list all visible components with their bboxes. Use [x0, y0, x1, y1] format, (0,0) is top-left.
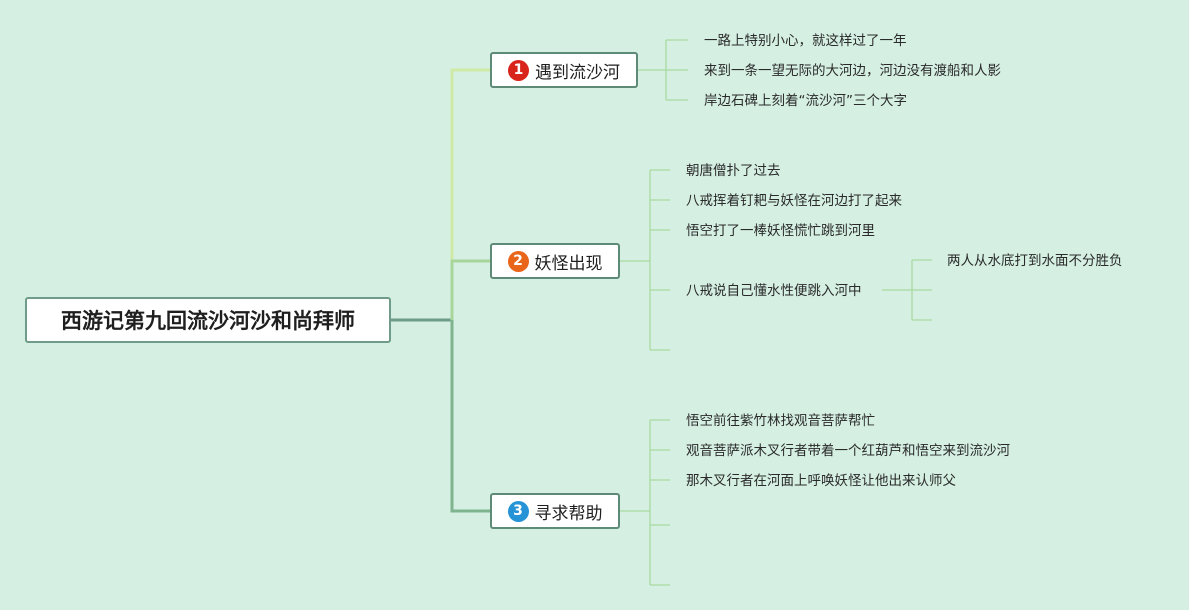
leaf-item[interactable]: 那木叉行者在河面上呼唤妖怪让他出来认师父: [686, 473, 956, 489]
branch-node-2[interactable]: 2 妖怪出现: [490, 243, 620, 279]
leaf-item[interactable]: 一路上特别小心，就这样过了一年: [704, 33, 907, 49]
sub-leaf-item[interactable]: 两人从水底打到水面不分胜负: [947, 253, 1123, 269]
leaf-item[interactable]: 悟空打了一棒妖怪慌忙跳到河里: [686, 223, 875, 239]
branch-1-leaf-connectors: [638, 39, 688, 101]
root-node[interactable]: 西游记第九回流沙河沙和尚拜师: [25, 297, 391, 343]
branch-label: 寻求帮助: [534, 503, 603, 524]
branch-2-leaf-connectors: [620, 169, 932, 351]
leaf-item[interactable]: 悟空前往紫竹林找观音菩萨帮忙: [686, 413, 875, 429]
number-1-badge-icon: 1: [508, 59, 529, 81]
branch-1-connector: [450, 68, 490, 320]
leaf-item[interactable]: 岸边石碑上刻着“流沙河”三个大字: [704, 93, 907, 109]
branch-2-connector: [450, 259, 490, 320]
leaf-item[interactable]: 观音菩萨派木叉行者带着一个红葫芦和悟空来到流沙河: [686, 443, 1010, 459]
branch-label: 遇到流沙河: [535, 62, 620, 83]
leaf-item[interactable]: 八戒挥着钉耙与妖怪在河边打了起来: [686, 193, 902, 209]
number-2-badge-icon: 2: [507, 250, 529, 272]
leaf-item[interactable]: 朝唐僧扑了过去: [686, 163, 781, 179]
leaf-item[interactable]: 八戒说自己懂水性便跳入河中: [686, 283, 862, 299]
branch-3-leaf-connectors: [620, 419, 670, 586]
branch-node-1[interactable]: 1 遇到流沙河: [490, 52, 638, 88]
leaf-item[interactable]: 来到一条一望无际的大河边，河边没有渡船和人影: [704, 63, 1001, 79]
branch-3-connector: [450, 320, 490, 513]
branch-label: 妖怪出现: [534, 253, 603, 274]
branch-node-3[interactable]: 3 寻求帮助: [490, 493, 620, 529]
root-label: 西游记第九回流沙河沙和尚拜师: [61, 309, 355, 333]
number-3-badge-icon: 3: [507, 500, 529, 522]
